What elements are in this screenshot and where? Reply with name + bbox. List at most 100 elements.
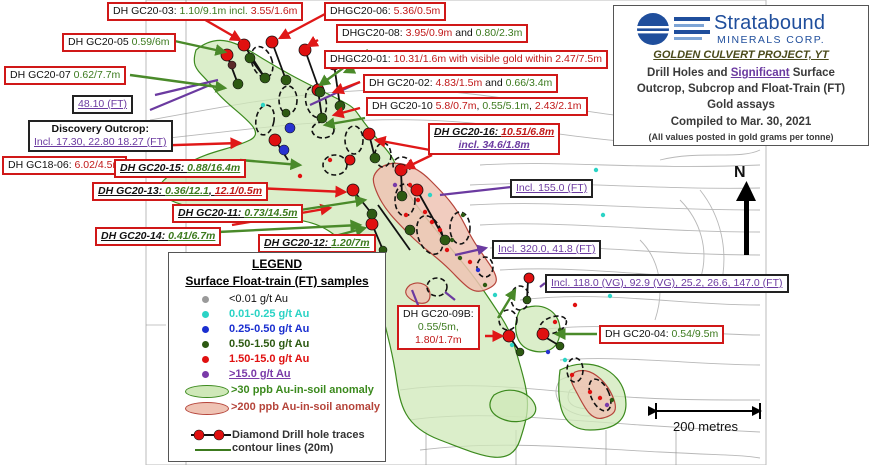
assay-value: , (529, 100, 535, 112)
label-dh-gc20-12: DH GC20-12: 1.20/7m (258, 234, 376, 253)
assay-value: 6.02/4.5m (74, 159, 122, 171)
assay-value: 0.59/6m (131, 36, 170, 48)
scale-label: 200 metres (673, 419, 739, 434)
drill-hole-name: DH GC18-06: (8, 159, 75, 171)
assay-value: 3.95/0.9m (405, 27, 453, 39)
label-dh-gc20-02: DH GC20-02: 4.83/1.5m and 0.66/3.4m (363, 74, 559, 93)
legend-class-label: 0.25-0.50 g/t Au (229, 323, 310, 335)
title-line-1: Drill Holes and Significant Surface (647, 67, 835, 79)
drill-hole-name: DHGC20-01: (330, 53, 394, 65)
label-dh-gc20-13: DH GC20-13: 0.36/12.1, 12.1/0.5m (92, 182, 269, 201)
assay-value: 5.36/0.5m (393, 5, 441, 17)
assay-value: , (208, 185, 215, 197)
assay-value: , (476, 100, 483, 112)
label-dh-gc20-03: DH GC20-03: 1.10/9.1m incl. 3.55/1.6m (107, 2, 304, 21)
legend-soil-row: >30 ppb Au-in-soil anomaly (169, 384, 385, 398)
drill-hole-name: DH GC20-04: (605, 328, 672, 340)
assay-value: and (452, 27, 476, 39)
intercept-markers (227, 52, 565, 357)
legend: LEGEND Surface Float-train (FT) samples … (168, 252, 386, 462)
legend-class-label: 1.50-15.0 g/t Au (229, 353, 310, 365)
drill-hole-name: DH GC20-12: (264, 237, 332, 249)
pointer-arrows-green (129, 38, 597, 340)
legend-dot-icon (202, 311, 209, 318)
north-arrow-icon (736, 181, 756, 255)
legend-class-row: 1.50-15.0 g/t Au (169, 353, 385, 367)
label-dh-gc20-15: DH GC20-15: 0.88/16.4m (114, 159, 247, 178)
legend-class-label: <0.01 g/t Au (229, 293, 289, 305)
drill-hole-name: DH GC20-14: (101, 230, 169, 242)
assay-value: 4.83/1.5m (435, 77, 483, 89)
company-name: Stratabound (714, 12, 826, 34)
assay-value: 0.80/2.3m (475, 27, 523, 39)
label-dh-gc20-11: DH GC20-11: 0.73/14.5m (172, 204, 304, 223)
legend-class-label: 0.01-0.25 g/t Au (229, 308, 310, 320)
title-block: Stratabound MINERALS CORP. GOLDEN CULVER… (613, 5, 869, 146)
label-dh-gc20-04: DH GC20-04: 0.54/9.5m (599, 325, 725, 344)
drill-hole-name: DH GC20-03: (113, 5, 180, 17)
legend-dot-icon (202, 356, 209, 363)
label-dh-gc20-16: DH GC20-16: 10.51/6.8m incl. 34.6/1.8m (428, 123, 561, 155)
legend-title: LEGEND (251, 257, 302, 271)
drill-hole-name: DH GC20-10 (372, 100, 436, 112)
legend-drill-trace-label: Diamond Drill hole traces (232, 429, 365, 441)
legend-class-row: >15.0 g/t Au (169, 368, 385, 382)
label-dh-gc20-10: DH GC20-10 5.8/0.7m, 0.55/5.1m, 2.43/2.1… (366, 97, 588, 116)
label-dhgc20-06: DHGC20-06: 5.36/0.5m (324, 2, 447, 21)
legend-class-label: 0.50-1.50 g/t Au (229, 338, 310, 350)
assay-value: 3.55/1.6m (250, 5, 298, 17)
legend-class-row: 0.50-1.50 g/t Au (169, 338, 385, 352)
assay-value: 1.10/9.1m incl. (179, 5, 251, 17)
label-dh-gc20-07: DH GC20-07 0.62/7.7m (4, 66, 127, 85)
title-line-3: Gold assays (707, 99, 775, 111)
drill-hole-name: DH GC20-11: (178, 207, 245, 219)
legend-soil-row: >200 ppb Au-in-soil anomaly (169, 401, 385, 415)
assay-value: 0.88/16.4m (187, 162, 241, 174)
label-dh-gc20-09b: DH GC20-09B: 0.55/5m, 1.80/1.7m (397, 305, 480, 350)
drill-hole-name: DH GC20-15: (120, 162, 188, 174)
legend-soil-label: >30 ppb Au-in-soil anomaly (231, 384, 374, 396)
legend-dot-icon (202, 371, 209, 378)
drill-hole-name: DHGC20-06: (330, 5, 394, 17)
drill-trace-legend-icon (191, 429, 231, 441)
company-subtitle: MINERALS CORP. (717, 34, 826, 46)
legend-soil-label: >200 ppb Au-in-soil anomaly (231, 401, 381, 413)
legend-class-row: <0.01 g/t Au (169, 293, 385, 307)
legend-class-row: 0.25-0.50 g/t Au (169, 323, 385, 337)
legend-dot-icon (202, 341, 209, 348)
assay-value: 10.31/1.6m with visible gold within 2.47… (393, 53, 602, 65)
scale-bar (648, 403, 762, 419)
legend-class-label: >15.0 g/t Au (229, 368, 291, 380)
label-dhgc20-01: DHGC20-01: 10.31/1.6m with visible gold … (324, 50, 608, 69)
label-ft-48-10: 48.10 (FT) (72, 95, 134, 114)
label-dh-gc18-06: DH GC18-06: 6.02/4.5m (2, 156, 128, 175)
title-line-2: Outcrop, Subcrop and Float-Train (FT) (636, 83, 846, 95)
legend-ellipse-icon (185, 385, 229, 398)
assay-value: 0.36/12.1 (165, 185, 209, 197)
assay-value: and (482, 77, 506, 89)
label-discovery-outcrop: Discovery Outcrop: Incl. 17.30, 22.80 18… (28, 120, 173, 152)
drill-hole-name: DH GC20-07 (10, 69, 74, 81)
assay-value: 1.20/7m (331, 237, 370, 249)
assay-value: 0.41/6.7m (168, 230, 216, 242)
legend-dot-icon (202, 326, 209, 333)
drill-hole-name: DHGC20-08: (342, 27, 406, 39)
label-ft-320: Incl. 320.0, 41.8 (FT) (492, 240, 602, 259)
project-title: GOLDEN CULVERT PROJECT, YT (653, 49, 829, 61)
legend-class-row: 0.01-0.25 g/t Au (169, 308, 385, 322)
drill-hole-name: DH GC20-05 (68, 36, 132, 48)
stratabound-logo-icon (636, 13, 710, 45)
drill-hole-name: DH GC20-02: (369, 77, 436, 89)
label-ft-155: Incl. 155.0 (FT) (510, 179, 594, 198)
legend-ellipse-icon (185, 402, 229, 415)
label-ft-118: Incl. 118.0 (VG), 92.9 (VG), 25.2, 26.6,… (545, 274, 789, 293)
legend-subtitle: Surface Float-train (FT) samples (185, 274, 369, 288)
drill-hole-name: DH GC20-13: (98, 185, 166, 197)
legend-contour-label: contour lines (20m) (232, 442, 334, 454)
assay-value: 0.55/5.1m (482, 100, 530, 112)
title-line-4: Compiled to Mar. 30, 2021 (670, 116, 812, 128)
label-dh-gc20-14: DH GC20-14: 0.41/6.7m (95, 227, 222, 246)
label-dhgc20-08: DHGC20-08: 3.95/0.9m and 0.80/2.3m (336, 24, 529, 43)
assay-value: 2.43/2.1m (534, 100, 582, 112)
assay-value: 0.54/9.5m (671, 328, 719, 340)
